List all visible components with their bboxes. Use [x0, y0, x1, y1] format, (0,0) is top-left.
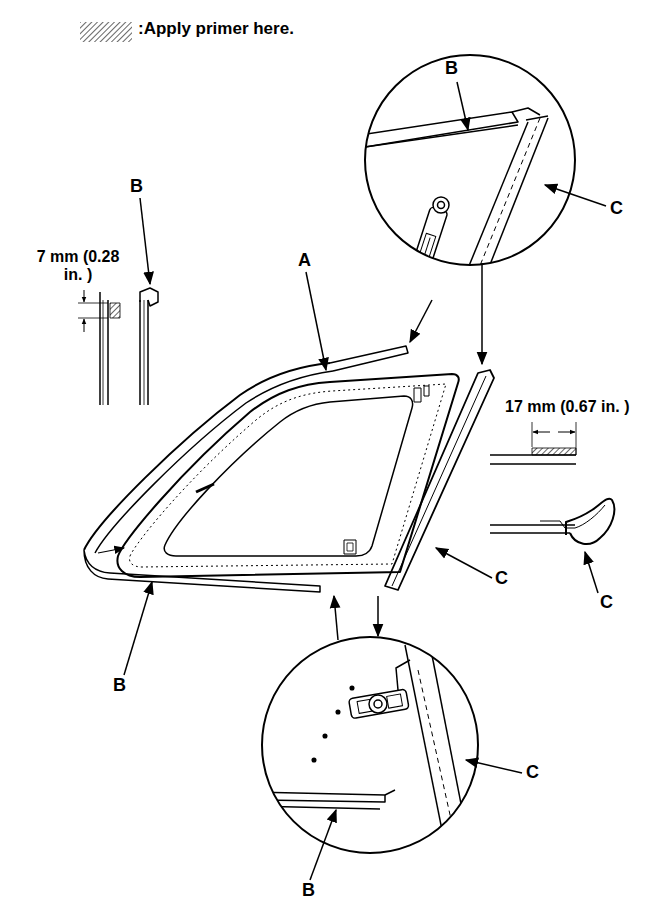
dimension-label: 17 mm (0.67 in. ) — [505, 398, 630, 416]
part-label: C — [526, 762, 539, 783]
legend-entry: :Apply primer here. — [78, 18, 294, 40]
part-label: A — [298, 250, 311, 271]
part-label: B — [302, 880, 315, 901]
legend-text: :Apply primer here. — [138, 19, 294, 39]
part-label: B — [130, 176, 143, 197]
part-label: B — [113, 675, 126, 696]
dimension-label: 7 mm (0.28 in. ) — [30, 248, 126, 285]
part-label: B — [445, 58, 458, 79]
legend-swatch — [78, 18, 132, 40]
hatch-swatch — [80, 22, 132, 42]
part-label: C — [495, 568, 508, 589]
part-label: C — [610, 198, 623, 219]
part-label: C — [600, 592, 613, 613]
